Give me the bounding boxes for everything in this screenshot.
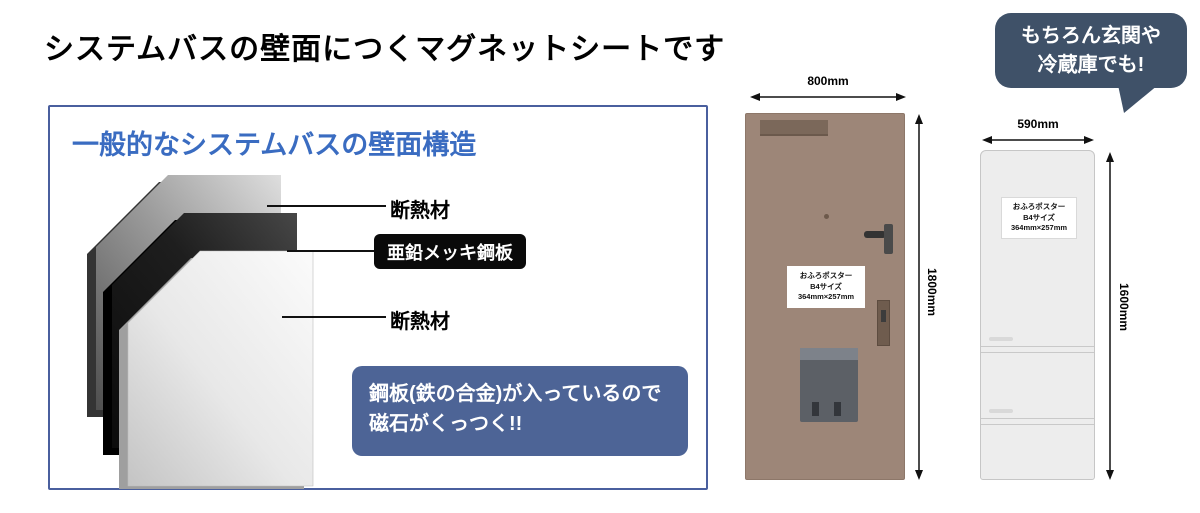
door-height-dimension: 1800mm — [925, 268, 939, 317]
fridge-door-seam — [981, 418, 1094, 419]
insulation-label-bottom: 断熱材 — [390, 311, 450, 333]
fridge-width-dimension: 590mm — [1017, 117, 1059, 131]
refrigerator-illustration: おふろポスター B4サイズ 364mm×257mm — [980, 150, 1095, 480]
speech-bubble: もちろん玄関や 冷蔵庫でも! — [995, 13, 1187, 88]
insulation-layer-front — [119, 250, 314, 489]
poster-line2: B4サイズ — [1023, 212, 1055, 222]
fridge-handle — [989, 409, 1013, 413]
steel-layer-label-chip: 亜鉛メッキ鋼板 — [374, 234, 526, 269]
door-height-arrow — [915, 114, 923, 480]
door-width-dimension: 800mm — [807, 74, 849, 88]
poster-line2: B4サイズ — [810, 281, 842, 291]
leader-line-insulation-top — [267, 205, 386, 207]
magnet-note-line1: 鋼板(鉄の合金)が入っているので — [369, 383, 662, 405]
door-lock-slot — [881, 310, 886, 322]
mailbox-slit — [834, 402, 841, 416]
panel-heading: 一般的なシステムバスの壁面構造 — [72, 130, 477, 160]
door-handle — [864, 231, 886, 238]
fridge-height-arrow — [1106, 152, 1114, 480]
fridge-width-arrow — [982, 136, 1094, 144]
fridge-door-seam — [981, 346, 1094, 347]
mailbox-lid — [800, 348, 858, 360]
wall-layers-illustration — [87, 175, 314, 489]
magnet-note-box: 鋼板(鉄の合金)が入っているので 磁石がくっつく!! — [352, 366, 688, 456]
fridge-door-seam — [981, 424, 1094, 425]
speech-bubble-tail — [1118, 85, 1158, 113]
speech-bubble-line1: もちろん玄関や — [1021, 24, 1161, 47]
poster-line3: 364mm×257mm — [1010, 223, 1068, 233]
fridge-handle — [989, 337, 1013, 341]
door-poster-label: おふろポスター B4サイズ 364mm×257mm — [787, 266, 865, 308]
fridge-door-seam — [981, 352, 1094, 353]
door-width-arrow — [750, 93, 906, 101]
steel-layer-label: 亜鉛メッキ鋼板 — [387, 242, 513, 263]
page-title: システムバスの壁面につくマグネットシートです — [44, 33, 726, 66]
speech-bubble-line2: 冷蔵庫でも! — [1037, 53, 1145, 76]
magnet-note-line2: 磁石がくっつく!! — [369, 413, 523, 435]
poster-line3: 364mm×257mm — [797, 292, 855, 302]
door-peephole — [824, 214, 829, 219]
door-lock-plate — [877, 300, 890, 346]
door-mailbox — [800, 348, 858, 422]
door-handle-plate — [884, 224, 893, 254]
wall-structure-panel: 一般的なシステムバスの壁面構造 — [48, 105, 708, 490]
leader-line-steel — [287, 250, 374, 252]
poster-line1: おふろポスター — [1012, 201, 1066, 211]
poster-line1: おふろポスター — [799, 270, 853, 280]
leader-line-insulation-bottom — [282, 316, 386, 318]
fridge-poster-label: おふろポスター B4サイズ 364mm×257mm — [1001, 197, 1077, 239]
insulation-label-top: 断熱材 — [390, 200, 450, 222]
entrance-door-illustration: おふろポスター B4サイズ 364mm×257mm — [745, 113, 905, 480]
fridge-height-dimension: 1600mm — [1117, 283, 1131, 332]
mailbox-slit — [812, 402, 819, 416]
door-vent — [760, 120, 828, 136]
